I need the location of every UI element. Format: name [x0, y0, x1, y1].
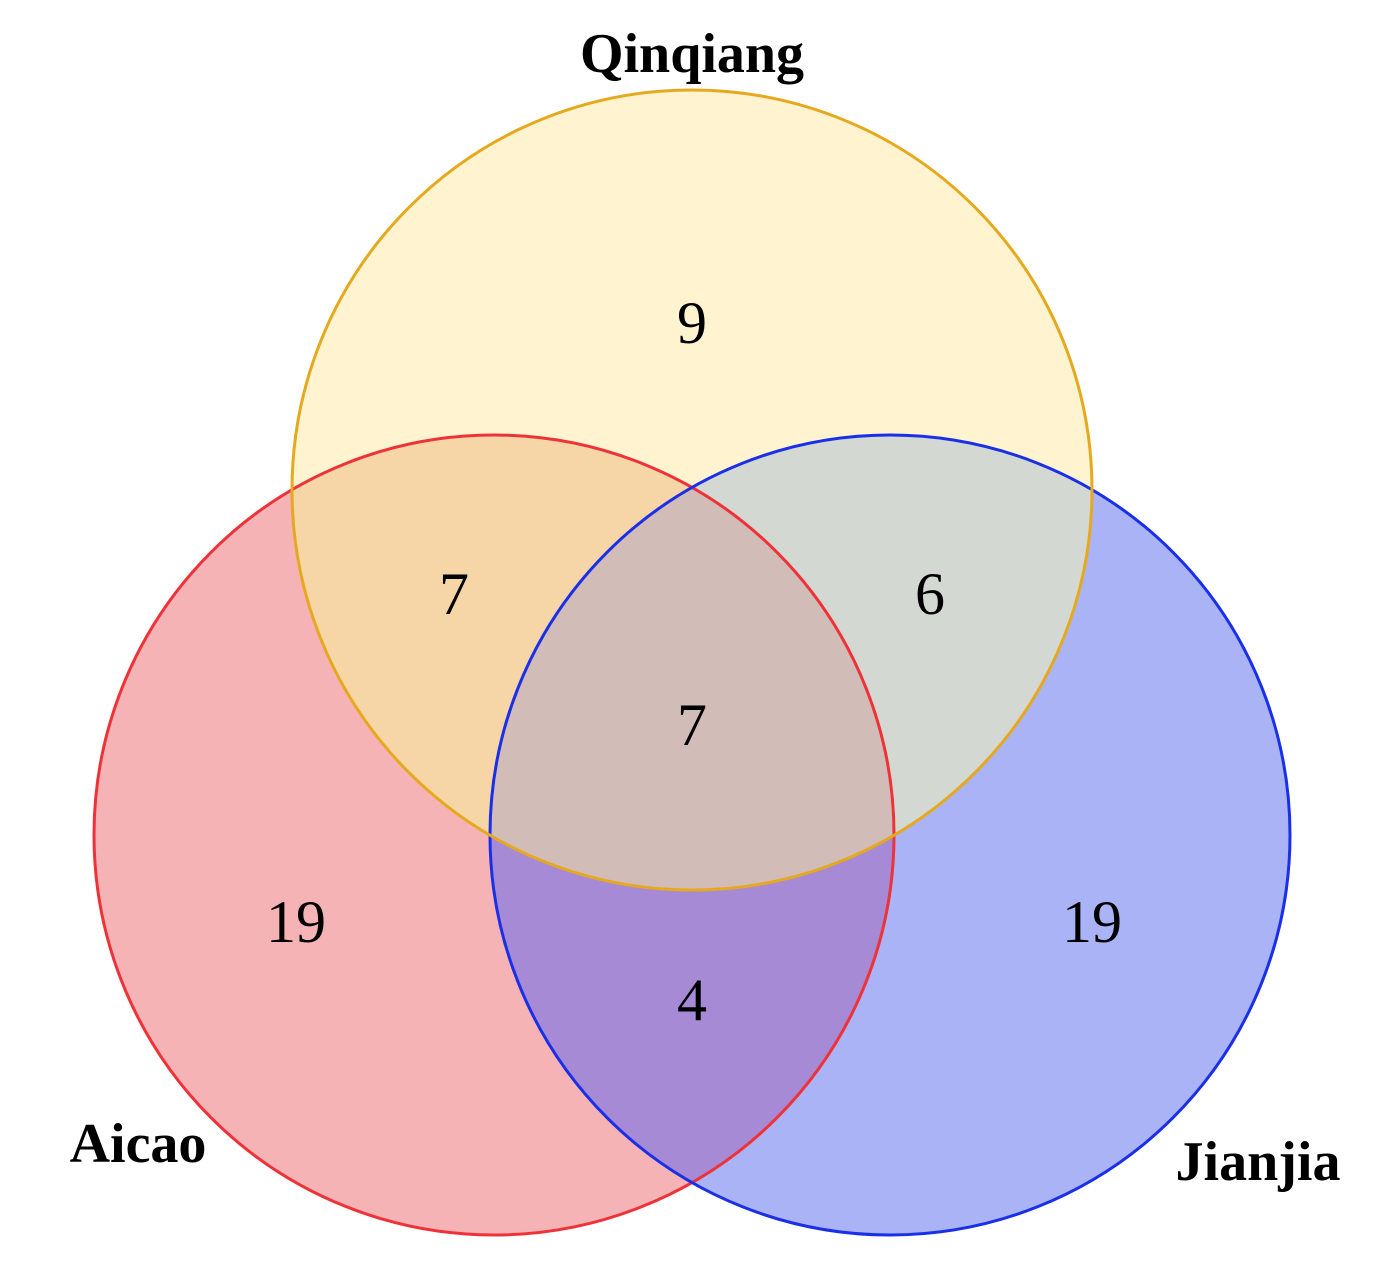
region-jianjia-only: 19: [1062, 889, 1122, 955]
region-qinqiang-jianjia: 6: [915, 561, 945, 627]
region-aicao-only: 19: [266, 889, 326, 955]
qinqiang-label: Qinqiang: [580, 23, 804, 85]
region-qinqiang-only: 9: [677, 290, 707, 356]
jianjia-label: Jianjia: [1176, 1131, 1341, 1193]
region-aicao-qinqiang: 7: [439, 561, 469, 627]
qinqiang-circle-outline: [290, 88, 1094, 892]
region-aicao-jianjia: 4: [677, 967, 707, 1033]
region-all-three: 7: [677, 692, 707, 758]
aicao-label: Aicao: [70, 1113, 207, 1175]
all-three-overlap: [490, 435, 894, 890]
